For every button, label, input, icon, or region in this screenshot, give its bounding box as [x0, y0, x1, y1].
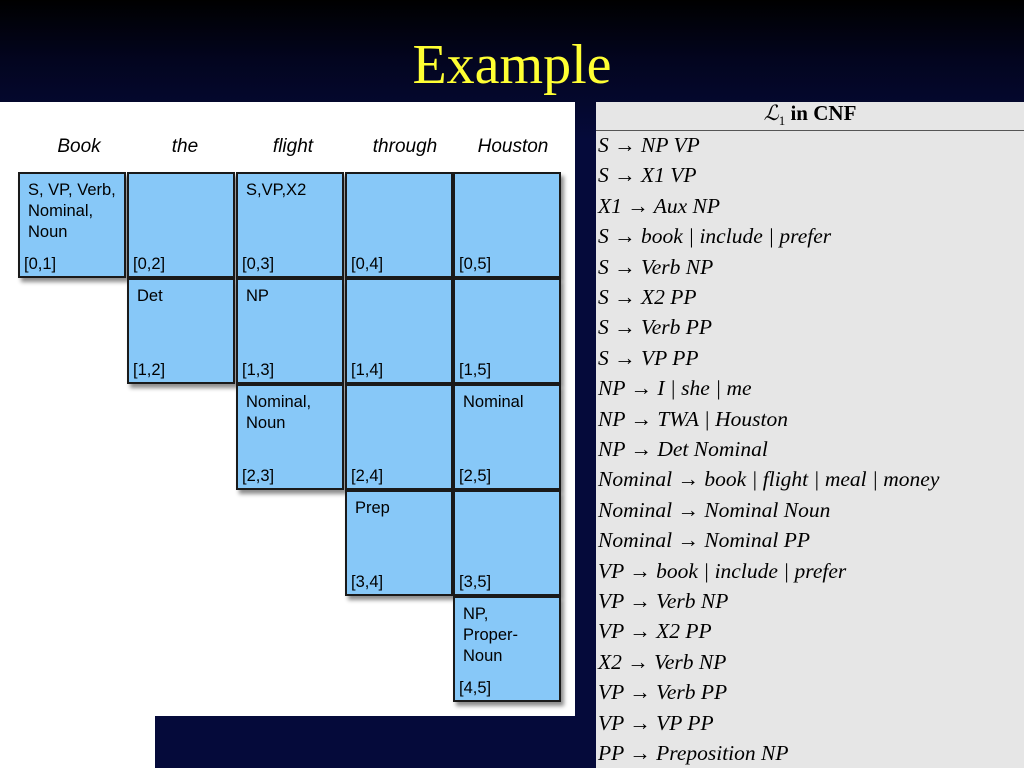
grammar-rule: VP → Verb NP [598, 589, 729, 613]
grammar-rule: PP → Preposition NP [598, 741, 789, 765]
grammar-rule: NP → Det Nominal [598, 437, 768, 461]
cell-span: [4,5] [459, 679, 492, 697]
cell-1-3: NP [1,3] [236, 278, 344, 384]
grammar-rule: NP → TWA | Houston [598, 406, 788, 431]
slide-title: Example [412, 34, 612, 96]
grammar-rule: VP → VP PP [598, 710, 714, 735]
cell-3-4: Prep [3,4] [345, 490, 453, 596]
grammar-rule: VP → X2 PP [598, 619, 712, 644]
cell-categories: S,VP,X2 [246, 181, 307, 199]
grammar-title-text: in CNF [785, 102, 857, 125]
cell-span: [1,5] [459, 361, 492, 379]
cell-4-5: NP, Proper- Noun [4,5] [453, 596, 561, 702]
cell-span: [2,3] [242, 467, 275, 485]
cell-span: [1,4] [351, 361, 384, 379]
cell-span: [0,3] [242, 255, 275, 273]
cell-span: [2,4] [351, 467, 384, 485]
grammar-rule: X2 → Verb NP [598, 649, 727, 674]
word-3: through [372, 136, 438, 157]
cell-2-5: Nominal [2,5] [453, 384, 561, 490]
cell-categories: Prep [355, 499, 390, 517]
grammar-rule: Nominal → book | flight | meal | money [598, 467, 940, 492]
cell-1-4: [1,4] [345, 278, 453, 384]
cell-span: [3,4] [351, 573, 384, 591]
grammar-rule: S → book | include | prefer [598, 224, 832, 249]
grammar-rule: S → Verb NP [598, 254, 714, 279]
panel-background [155, 716, 575, 768]
cell-3-5: [3,5] [453, 490, 561, 596]
grammar-rule: Nominal → Nominal Noun [598, 497, 831, 522]
cell-0-2: [0,2] [127, 172, 235, 278]
cell-categories: NP, Proper- Noun [463, 605, 519, 665]
cell-categories: Det [137, 287, 163, 305]
cell-span: [0,4] [351, 255, 384, 273]
grammar-rule: S → X1 VP [598, 163, 697, 188]
grammar-rule: Nominal → Nominal PP [598, 528, 811, 553]
grammar-rule: NP → I | she | me [598, 376, 752, 401]
grammar-rule: S → Verb PP [598, 315, 713, 340]
cell-span: [3,5] [459, 573, 492, 591]
grammar-title: ℒ1 in CNF [596, 102, 1024, 131]
cell-span: [2,5] [459, 467, 492, 485]
cell-span: [1,2] [133, 361, 166, 379]
grammar-rule: VP → Verb PP [598, 680, 728, 705]
cell-categories: Nominal, Noun [246, 393, 312, 432]
grammar-subscript: 1 [778, 113, 786, 129]
grammar-rule: S → VP PP [598, 345, 699, 370]
grammar-rule: S → NP VP [598, 133, 700, 157]
cell-0-1: S, VP, Verb, Nominal, Noun [0,1] [18, 172, 126, 278]
cell-0-5: [0,5] [453, 172, 561, 278]
grammar-rule: X1 → Aux NP [598, 193, 721, 218]
grammar-panel: ℒ1 in CNF S → NP VP S → X1 VP X1 → Aux NP S… [596, 102, 1024, 768]
grammar-rule: S → X2 PP [598, 285, 697, 309]
cell-0-4: [0,4] [345, 172, 453, 278]
grammar-symbol: ℒ [763, 102, 779, 125]
cell-1-5: [1,5] [453, 278, 561, 384]
cell-span: [1,3] [242, 361, 275, 379]
cell-0-3: S,VP,X2 [0,3] [236, 172, 344, 278]
word-0: Book [57, 136, 101, 157]
cell-2-3: Nominal, Noun [2,3] [236, 384, 344, 490]
word-4: Houston [477, 136, 549, 157]
cell-1-2: Det [1,2] [127, 278, 235, 384]
cell-span: [0,5] [459, 255, 492, 273]
word-2: flight [272, 136, 314, 157]
cell-span: [0,1] [24, 255, 57, 273]
cell-categories: NP [246, 287, 269, 305]
cell-categories: Nominal [463, 393, 524, 411]
cell-span: [0,2] [133, 255, 166, 273]
cell-2-4: [2,4] [345, 384, 453, 490]
word-1: the [171, 136, 199, 157]
cell-categories: S, VP, Verb, Nominal, Noun [28, 181, 116, 241]
grammar-rule: VP → book | include | prefer [598, 558, 847, 583]
